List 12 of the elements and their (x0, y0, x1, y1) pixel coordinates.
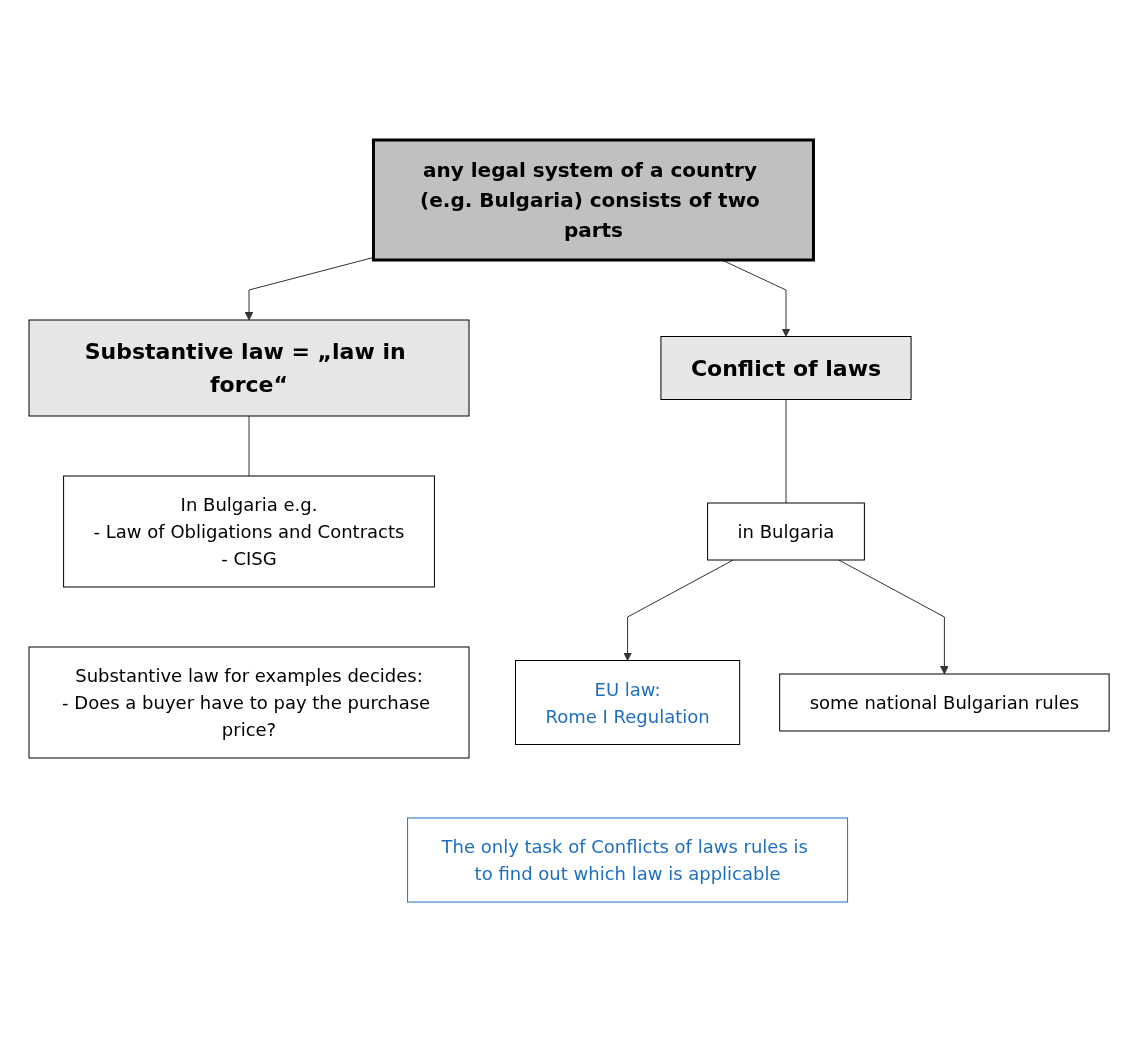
connector (248, 415, 250, 477)
node-box: in Bulgaria (707, 502, 865, 561)
node-box: Substantive law = „law in force“ (28, 319, 470, 417)
arrow (244, 257, 374, 321)
node-box: EU law: Rome I Regulation (514, 660, 741, 745)
connector (785, 399, 787, 504)
node-box: In Bulgaria e.g. - Law of Obligations and Contracts - CISG (63, 475, 435, 588)
node-box: The only task of Conflicts of laws rules is to find out which law is applicable (407, 817, 848, 903)
node-box: any legal system of a country (e.g. Bulgaria) consists of two parts (371, 138, 815, 262)
node-box: some national Bulgarian rules (779, 673, 1110, 732)
node-box: Conflict of laws (660, 336, 912, 400)
node-box: Substantive law for examples decides: - Does a buyer have to pay the purchase price? (28, 646, 470, 759)
